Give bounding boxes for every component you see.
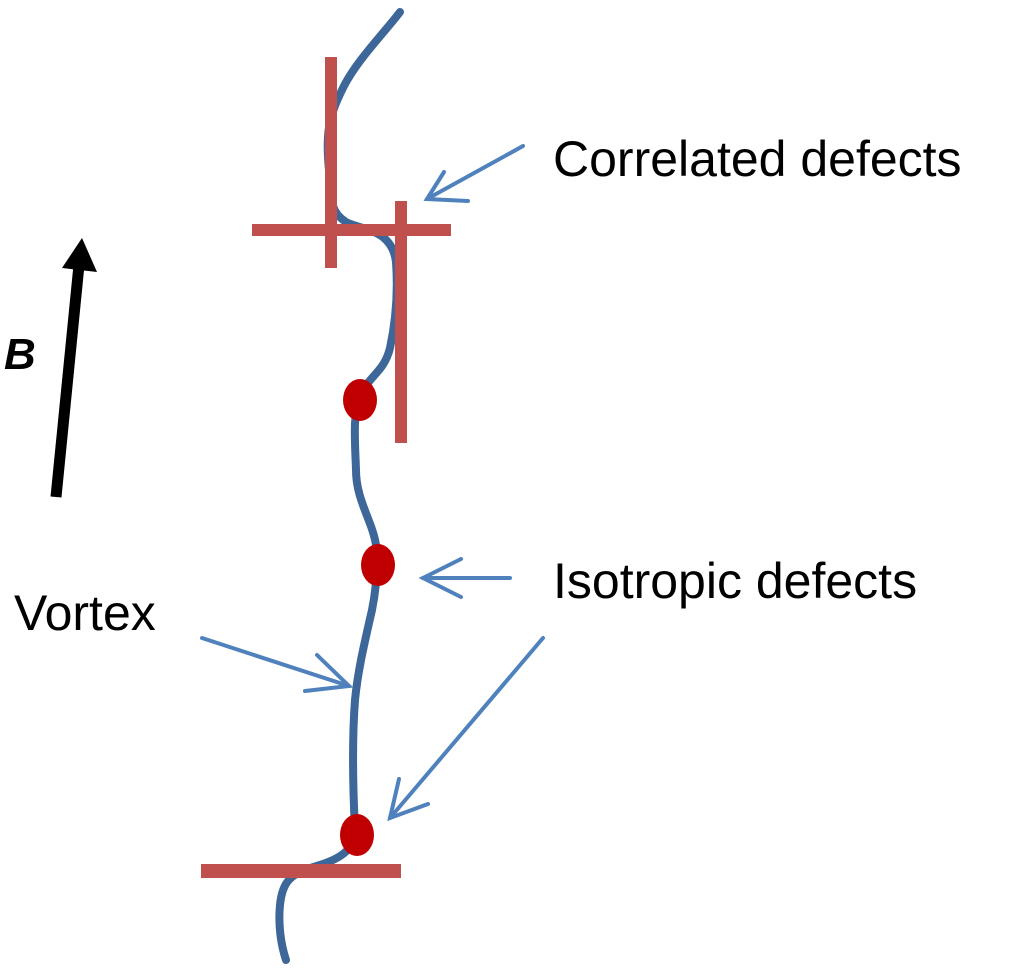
vortex-line [275,8,404,964]
isotropic-defect-3 [340,814,374,856]
correlated-defects-label: Correlated defects [553,131,962,187]
pointer-arrow-vortex [200,636,354,693]
isotropic-defects-label: Isotropic defects [553,553,917,609]
isotropic-defect-2 [361,544,395,586]
pointer-arrow-correlated [423,144,525,203]
vortex-label: Vortex [14,585,156,641]
pointer-arrow-isotropic-middle [418,557,512,599]
field-arrow [50,238,97,498]
pointer-arrow-isotropic-lower [387,636,545,822]
isotropic-defect-1 [343,379,377,421]
field-label: B [4,330,36,379]
